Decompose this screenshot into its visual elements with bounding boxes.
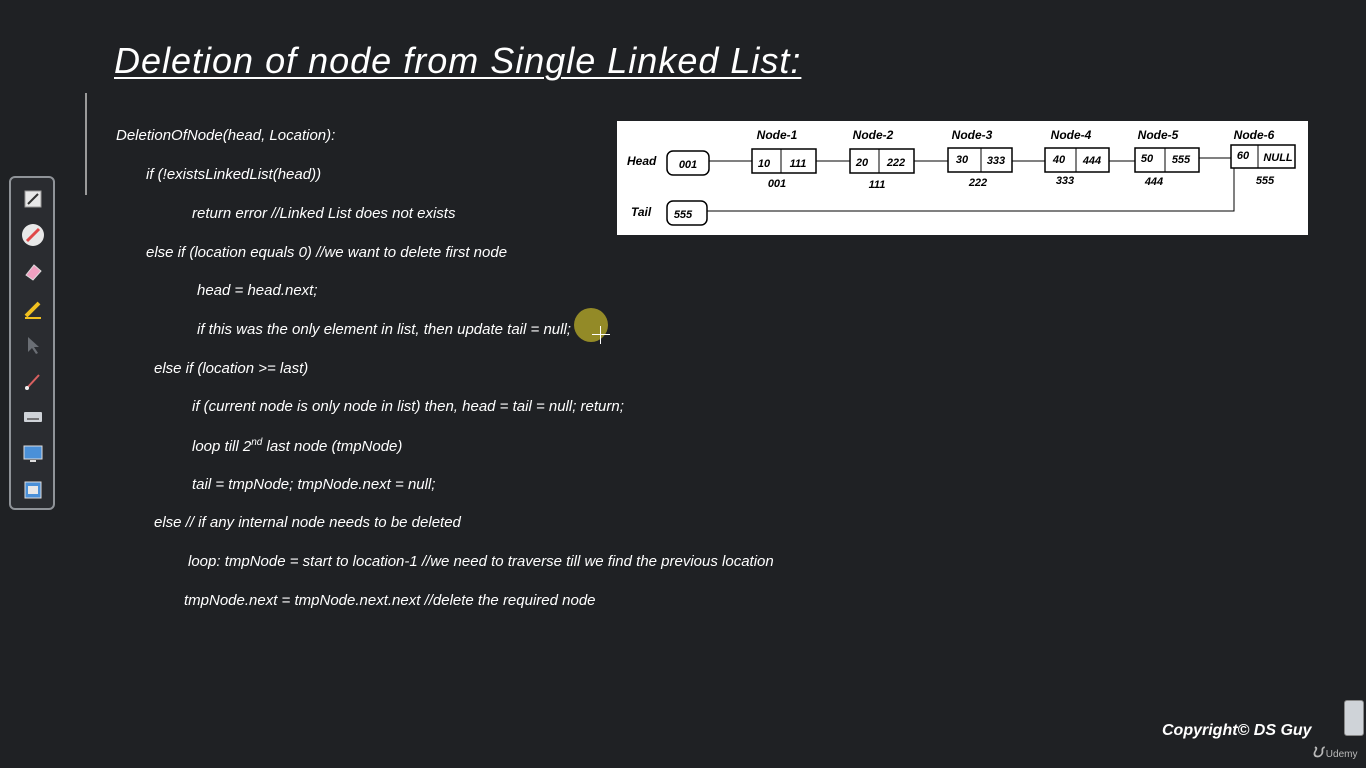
head-value: 001 xyxy=(679,159,697,171)
code-line: return error //Linked List does not exis… xyxy=(192,205,456,222)
highlighter-tool[interactable] xyxy=(20,296,46,322)
brush-icon xyxy=(25,374,40,390)
node-box xyxy=(751,148,817,174)
screen-tool[interactable] xyxy=(20,441,46,467)
pen-icon xyxy=(24,190,42,208)
cursor-highlight xyxy=(574,308,608,342)
connector-tail-node6 xyxy=(707,168,1235,212)
node-next: 222 xyxy=(886,157,905,169)
code-line: if (current node is only node in list) t… xyxy=(192,398,624,415)
node-address: 555 xyxy=(1256,175,1275,187)
node-value: 30 xyxy=(956,154,969,166)
eraser-icon xyxy=(25,264,42,281)
node-label: Node-6 xyxy=(1234,128,1275,142)
node-label: Node-5 xyxy=(1138,128,1179,142)
node-address: 222 xyxy=(968,177,987,189)
pen-tool[interactable] xyxy=(20,186,46,212)
head-box xyxy=(666,150,710,176)
node-address: 001 xyxy=(768,178,786,190)
code-line: else if (location equals 0) //we want to… xyxy=(146,244,508,261)
node-box xyxy=(1134,147,1200,173)
node-box xyxy=(947,147,1013,173)
code-line: loop till 2nd last node (tmpNode) xyxy=(192,437,402,455)
node-label: Node-4 xyxy=(1051,128,1092,142)
window-icon xyxy=(24,481,42,499)
code-line: tmpNode.next = tmpNode.next.next //delet… xyxy=(184,592,596,609)
node-label: Node-2 xyxy=(853,128,894,142)
udemy-label: Udemy xyxy=(1325,749,1358,760)
code-line: if this was the only element in list, th… xyxy=(197,321,571,338)
marker-icon xyxy=(22,224,44,246)
node-address: 333 xyxy=(1056,175,1074,187)
node-value: 40 xyxy=(1052,154,1066,166)
marker-tool[interactable] xyxy=(20,222,46,248)
window-tool[interactable] xyxy=(20,477,46,503)
pointer-icon xyxy=(28,337,39,354)
udemy-logo-icon: ᙀ xyxy=(1312,744,1323,760)
node-value: 50 xyxy=(1141,153,1154,165)
node-value: 60 xyxy=(1237,150,1250,162)
node-next: 333 xyxy=(987,155,1005,167)
node-value: 20 xyxy=(855,157,869,169)
tail-label: Tail xyxy=(631,205,652,219)
screen-icon xyxy=(23,445,43,462)
code-line: loop: tmpNode = start to location-1 //we… xyxy=(188,553,774,570)
divider-line xyxy=(85,93,87,195)
eraser-tool[interactable] xyxy=(20,259,46,285)
code-line: head = head.next; xyxy=(197,282,318,299)
highlighter-icon xyxy=(24,301,41,319)
code-line: else if (location >= last) xyxy=(154,360,309,377)
node-address: 444 xyxy=(1144,176,1163,188)
node-next: 111 xyxy=(790,158,807,170)
pointer-tool[interactable] xyxy=(20,332,46,358)
tail-value: 555 xyxy=(674,209,693,221)
code-text: last node (tmpNode) xyxy=(262,438,403,455)
node-address: 111 xyxy=(869,179,886,191)
slide-title: Deletion of node from Single Linked List… xyxy=(114,40,802,81)
node-label: Node-3 xyxy=(952,128,993,142)
code-line: DeletionOfNode(head, Location): xyxy=(116,127,336,144)
crosshair-cursor-icon xyxy=(592,326,610,344)
linked-list-svg: Head 001 Tail 555 Node-1 10 111 001 Node… xyxy=(627,128,1296,226)
node-value: 10 xyxy=(758,158,771,170)
linked-list-diagram: Head 001 Tail 555 Node-1 10 111 001 Node… xyxy=(617,121,1308,235)
node-label: Node-1 xyxy=(757,128,798,142)
tail-box xyxy=(666,200,708,226)
code-line: else // if any internal node needs to be… xyxy=(154,514,461,531)
copyright-text: Copyright© DS Guy xyxy=(1162,722,1312,739)
brush-tool[interactable] xyxy=(20,368,46,394)
node-next: 555 xyxy=(1172,154,1191,166)
head-label: Head xyxy=(627,154,657,168)
node-next: 444 xyxy=(1082,155,1101,167)
code-line: if (!existsLinkedList(head)) xyxy=(146,166,322,183)
node-box xyxy=(1230,144,1296,169)
superscript: nd xyxy=(251,437,263,448)
node-next: NULL xyxy=(1263,152,1293,164)
keyboard-icon xyxy=(24,412,42,422)
code-line: tail = tmpNode; tmpNode.next = null; xyxy=(192,476,436,493)
node-box xyxy=(1044,147,1110,173)
keyboard-tool[interactable] xyxy=(20,404,46,430)
node-box xyxy=(849,148,915,174)
side-panel-handle[interactable] xyxy=(1344,700,1364,736)
code-text: loop till 2 xyxy=(192,438,252,455)
annotation-toolbar xyxy=(9,176,55,510)
